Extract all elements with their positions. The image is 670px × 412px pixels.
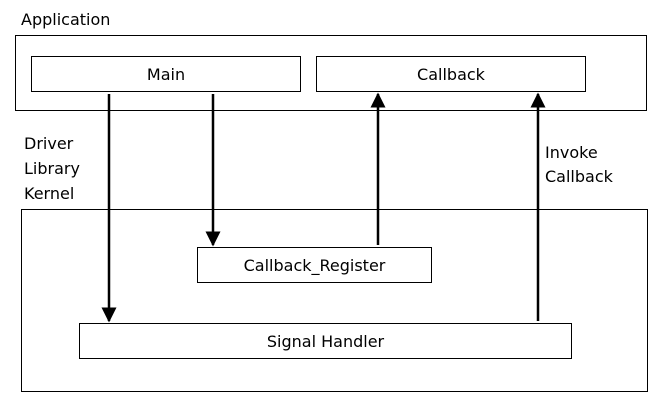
main-label: Main bbox=[146, 64, 186, 84]
callback-register-box: Callback_Register bbox=[197, 247, 432, 283]
invoke-label-line1: Invoke bbox=[545, 143, 598, 162]
kernel-label: Kernel bbox=[24, 184, 75, 203]
signal-handler-label: Signal Handler bbox=[266, 331, 385, 351]
callback-label: Callback bbox=[417, 64, 485, 84]
invoke-label-line2: Callback bbox=[545, 167, 613, 186]
main-box: Main bbox=[31, 56, 301, 92]
kernel-container bbox=[21, 209, 648, 392]
signal-handler-box: Signal Handler bbox=[79, 323, 572, 359]
callback-box: Callback bbox=[316, 56, 586, 92]
callback-register-label: Callback_Register bbox=[243, 255, 386, 275]
application-label: Application bbox=[21, 10, 111, 29]
library-label: Library bbox=[24, 159, 80, 178]
driver-label: Driver bbox=[24, 134, 74, 153]
